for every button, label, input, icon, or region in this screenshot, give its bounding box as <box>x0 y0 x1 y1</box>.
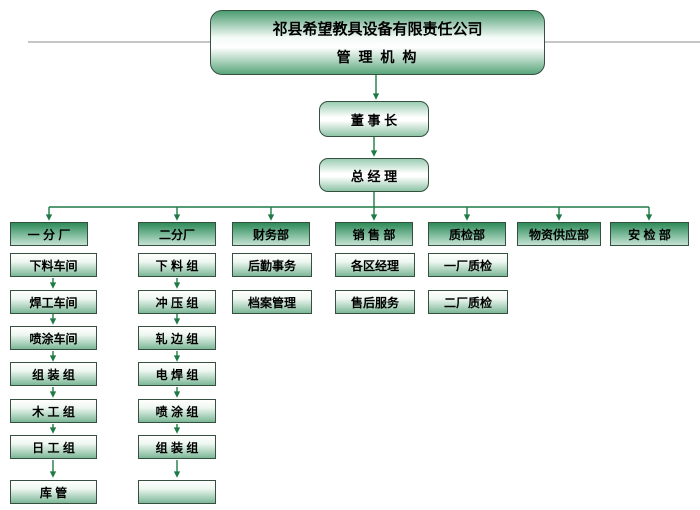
org-node: 售后服务 <box>335 290 415 314</box>
org-node: 日 工 组 <box>10 435 97 459</box>
org-node: 后勤事务 <box>232 253 312 277</box>
column-chain-arrows <box>49 278 181 478</box>
org-node <box>138 480 216 504</box>
company-name: 祁县希望教具设备有限责任公司 <box>272 21 483 39</box>
branch-manifold <box>45 206 653 221</box>
branch-header-sales: 销 售 部 <box>335 222 413 246</box>
general-manager-box: 总 经 理 <box>319 158 429 192</box>
branch-header-factory-1: 一 分 厂 <box>10 222 88 246</box>
org-node: 一厂质检 <box>428 253 508 277</box>
executive-connectors <box>370 75 380 207</box>
org-node: 库 管 <box>10 480 97 504</box>
branch-header-factory-2: 二分厂 <box>138 222 216 246</box>
org-node: 下 料 组 <box>138 253 216 277</box>
branch-header-safety: 安 检 部 <box>610 222 689 246</box>
org-node: 喷 涂 组 <box>138 399 216 423</box>
company-title-box: 祁县希望教具设备有限责任公司 管 理 机 构 <box>210 10 545 75</box>
branch-header-supply: 物资供应部 <box>517 222 601 246</box>
org-node: 档案管理 <box>232 290 312 314</box>
org-node: 下料车间 <box>10 253 97 277</box>
org-node: 各区经理 <box>335 253 415 277</box>
chairman-box: 董 事 长 <box>319 101 429 137</box>
org-node: 组 装 组 <box>138 435 216 459</box>
org-node: 木 工 组 <box>10 399 97 423</box>
org-node: 电 焊 组 <box>138 362 216 386</box>
org-node: 焊工车间 <box>10 290 97 314</box>
org-node: 冲 压 组 <box>138 290 216 314</box>
branch-header-finance: 财务部 <box>232 222 310 246</box>
org-node: 喷涂车间 <box>10 326 97 350</box>
org-node: 轧 边 组 <box>138 326 216 350</box>
org-node: 组 装 组 <box>10 362 97 386</box>
branch-header-quality: 质检部 <box>428 222 506 246</box>
chart-subtitle: 管 理 机 构 <box>336 48 419 65</box>
org-node: 二厂质检 <box>428 290 508 314</box>
